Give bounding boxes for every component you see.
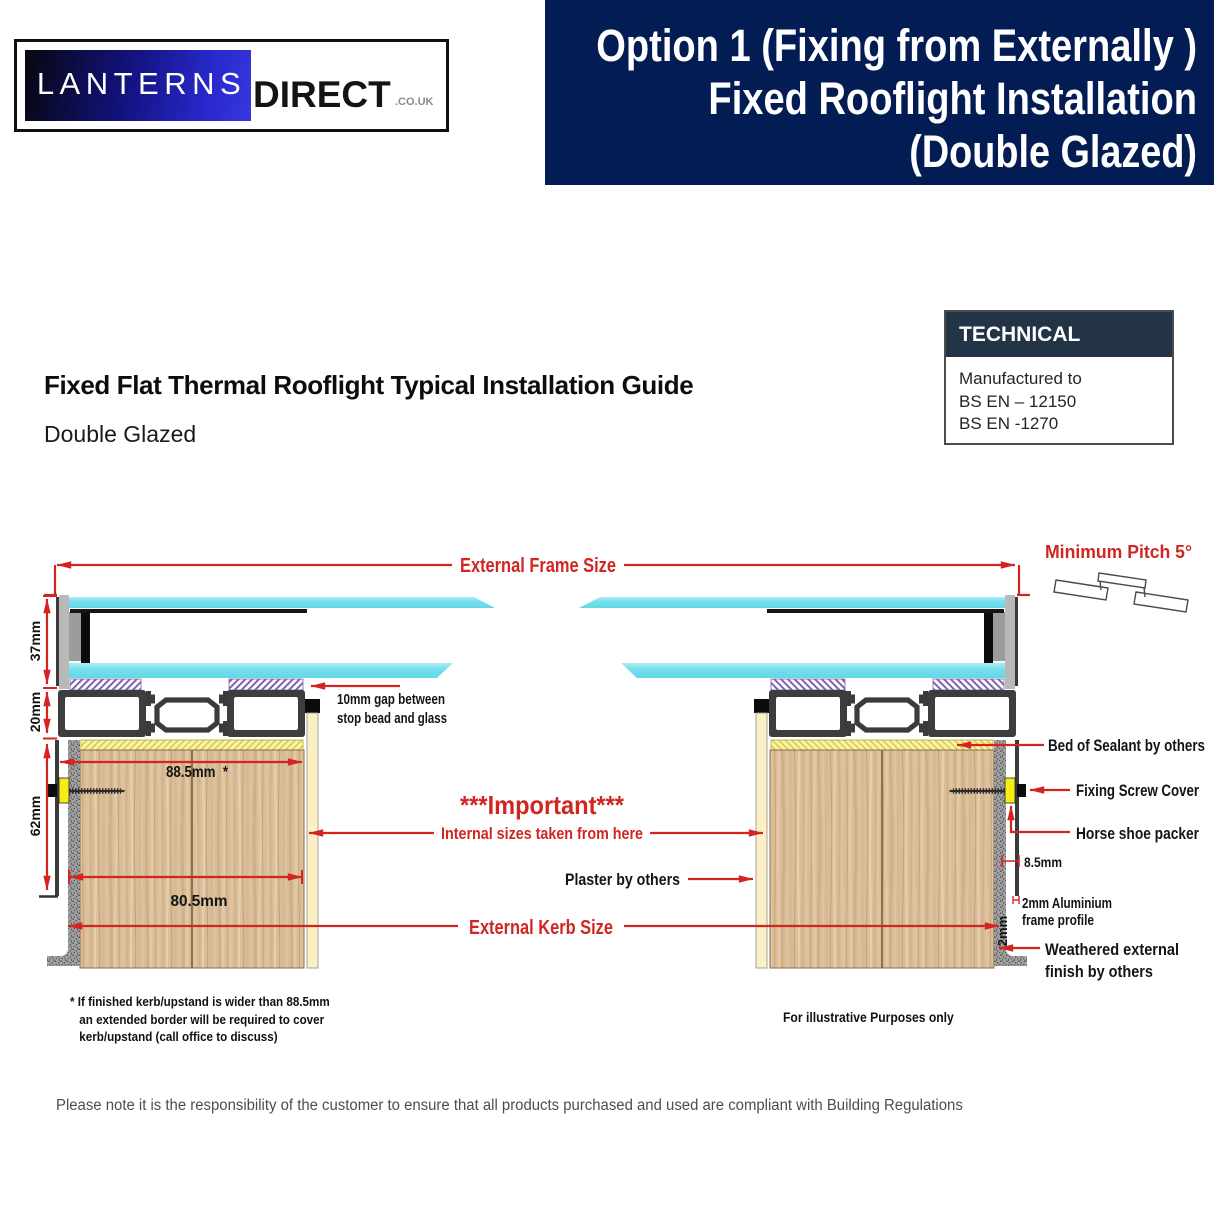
svg-text:Fixing Screw Cover: Fixing Screw Cover: [1076, 781, 1199, 800]
svg-text:10mm gap between: 10mm gap between: [337, 692, 445, 708]
svg-text:Minimum Pitch 5°: Minimum Pitch 5°: [1045, 542, 1192, 562]
svg-text:External Kerb Size: External Kerb Size: [469, 917, 613, 939]
svg-text:62mm: 62mm: [27, 796, 43, 836]
svg-text:37mm: 37mm: [27, 621, 43, 661]
svg-text:2mm Aluminium: 2mm Aluminium: [1022, 895, 1112, 912]
svg-text:finish by others: finish by others: [1045, 962, 1153, 981]
svg-text:Internal sizes taken from here: Internal sizes taken from here: [441, 824, 643, 843]
svg-text:External Frame Size: External Frame Size: [460, 555, 616, 577]
svg-text:Horse shoe packer: Horse shoe packer: [1076, 824, 1199, 843]
svg-text:8.5mm: 8.5mm: [1024, 854, 1062, 870]
svg-text:stop bead and glass: stop bead and glass: [337, 711, 447, 727]
svg-text:Weathered external: Weathered external: [1045, 940, 1179, 959]
svg-text:80.5mm: 80.5mm: [171, 893, 228, 910]
svg-text:88.5mm *: 88.5mm *: [166, 764, 229, 781]
svg-text:20mm: 20mm: [27, 692, 43, 732]
svg-text:***Important***: ***Important***: [460, 790, 625, 820]
svg-text:2mm: 2mm: [995, 916, 1010, 946]
svg-text:frame profile: frame profile: [1022, 912, 1094, 929]
svg-text:Bed of Sealant by others: Bed of Sealant by others: [1048, 736, 1205, 755]
svg-text:Plaster by others: Plaster by others: [565, 870, 680, 889]
